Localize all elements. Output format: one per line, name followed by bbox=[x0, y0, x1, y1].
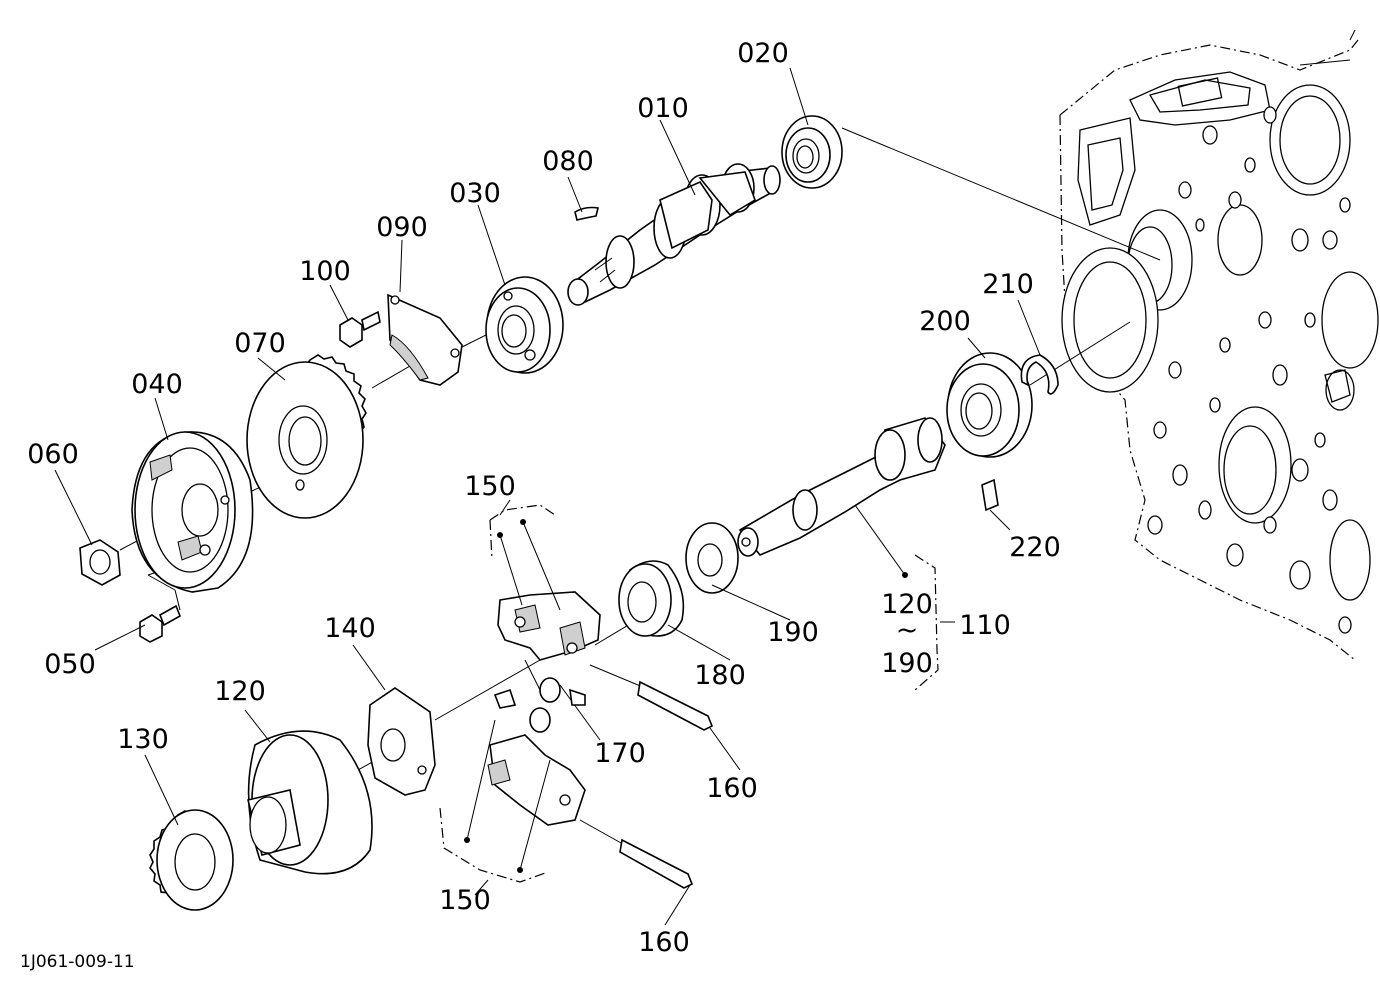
label-190: 190 bbox=[767, 617, 819, 648]
hub-040 bbox=[131, 431, 254, 593]
label-060: 060 bbox=[27, 439, 79, 470]
label-range-symbol: ~ bbox=[896, 615, 919, 646]
label-090: 090 bbox=[376, 212, 428, 243]
label-180: 180 bbox=[694, 660, 746, 691]
label-020: 020 bbox=[737, 38, 789, 69]
label-080: 080 bbox=[542, 146, 594, 177]
label-050: 050 bbox=[44, 649, 96, 680]
camshaft-010 bbox=[567, 163, 781, 306]
plate-090 bbox=[387, 293, 463, 386]
label-010: 010 bbox=[637, 93, 689, 124]
label-100: 100 bbox=[299, 256, 351, 287]
pin-160-upper bbox=[637, 680, 714, 731]
washer-190 bbox=[685, 522, 739, 594]
label-070: 070 bbox=[234, 328, 286, 359]
group-bracket-110 bbox=[854, 504, 955, 691]
label-120-range-start: 120 bbox=[881, 589, 933, 620]
label-120: 120 bbox=[214, 676, 266, 707]
drawing-code: 1J061-009-11 bbox=[20, 952, 135, 972]
label-210: 210 bbox=[982, 269, 1034, 300]
bolt-050 bbox=[139, 604, 182, 643]
label-160-lower: 160 bbox=[638, 927, 690, 958]
label-200: 200 bbox=[919, 306, 971, 337]
governor-shaft bbox=[737, 417, 946, 557]
label-150-top: 150 bbox=[464, 471, 516, 502]
pin-160-lower bbox=[619, 838, 694, 889]
weight-holder-lower bbox=[487, 734, 586, 826]
bearing-030 bbox=[485, 276, 564, 374]
label-150-bottom: 150 bbox=[439, 885, 491, 916]
key-080 bbox=[574, 206, 599, 221]
nut-060 bbox=[79, 539, 121, 586]
gear-case bbox=[1059, 29, 1379, 661]
gear-130 bbox=[149, 809, 234, 911]
label-190-range-end: 190 bbox=[881, 648, 933, 679]
bolt-100 bbox=[339, 310, 381, 348]
bearing-020 bbox=[781, 115, 843, 189]
label-030: 030 bbox=[449, 178, 501, 209]
group-bracket-150-top bbox=[489, 504, 561, 611]
label-220: 220 bbox=[1009, 532, 1061, 563]
callout-labels: 020 010 080 030 090 100 070 040 060 050 … bbox=[20, 38, 1061, 972]
circlip-210 bbox=[1020, 354, 1059, 395]
leader-lines bbox=[54, 67, 1041, 926]
bearing-200 bbox=[946, 352, 1033, 458]
label-170: 170 bbox=[594, 738, 646, 769]
label-110: 110 bbox=[959, 610, 1011, 641]
weight-pins-170 bbox=[493, 677, 586, 733]
gear-070 bbox=[246, 354, 367, 519]
label-040: 040 bbox=[131, 369, 183, 400]
label-140: 140 bbox=[324, 613, 376, 644]
holder-140 bbox=[367, 687, 436, 796]
label-160-upper: 160 bbox=[706, 773, 758, 804]
weight-holder-upper bbox=[497, 591, 601, 661]
sleeve-180 bbox=[618, 560, 685, 637]
drum-120 bbox=[247, 730, 373, 875]
label-130: 130 bbox=[117, 724, 169, 755]
screw-220 bbox=[981, 478, 999, 512]
group-bracket-150-bottom bbox=[439, 719, 551, 883]
